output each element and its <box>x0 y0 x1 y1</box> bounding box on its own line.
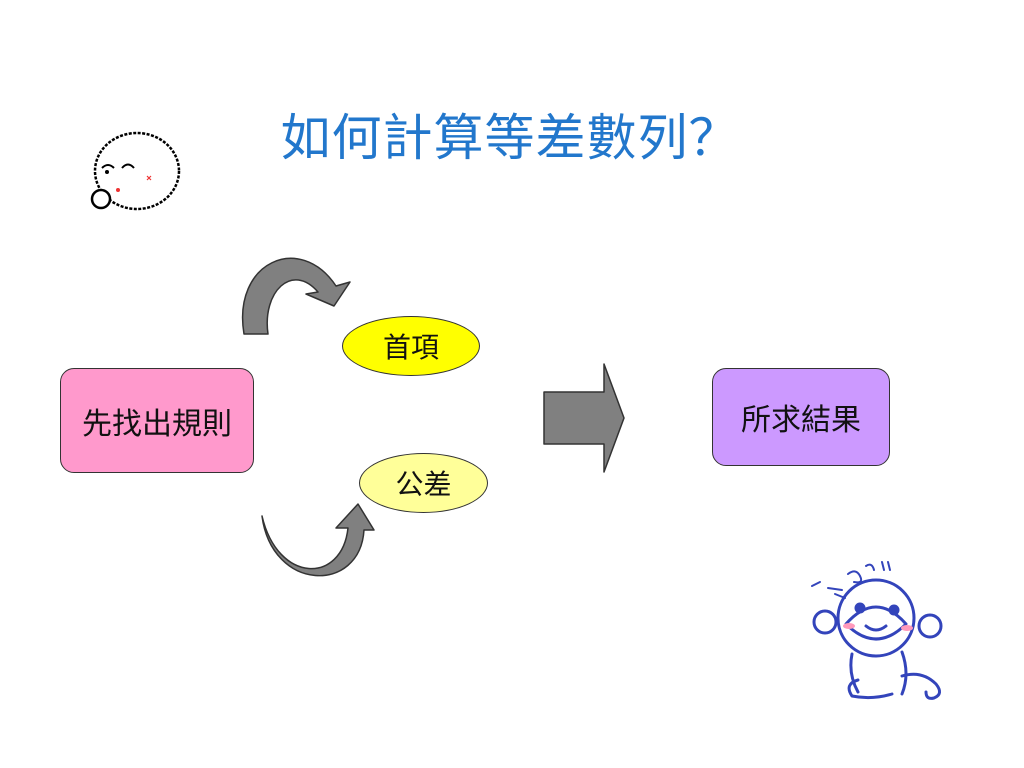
result-box: 所求結果 <box>712 368 890 466</box>
curved-arrow-icon <box>261 503 375 577</box>
common-difference-oval: 公差 <box>359 453 488 513</box>
slide-title: 如何計算等差數列？ <box>280 109 740 167</box>
first-term-oval: 首項 <box>342 316 480 376</box>
curved-arrow-icon <box>241 257 351 335</box>
monkey-character-icon <box>811 561 943 700</box>
start-step-label: 先找出規則 <box>82 406 232 442</box>
thinking-face-icon <box>90 131 181 211</box>
common-difference-label: 公差 <box>395 468 452 501</box>
first-term-label: 首項 <box>382 331 439 364</box>
start-step-box: 先找出規則 <box>60 368 254 473</box>
block-arrow-icon <box>543 363 625 473</box>
result-label: 所求結果 <box>741 403 861 438</box>
